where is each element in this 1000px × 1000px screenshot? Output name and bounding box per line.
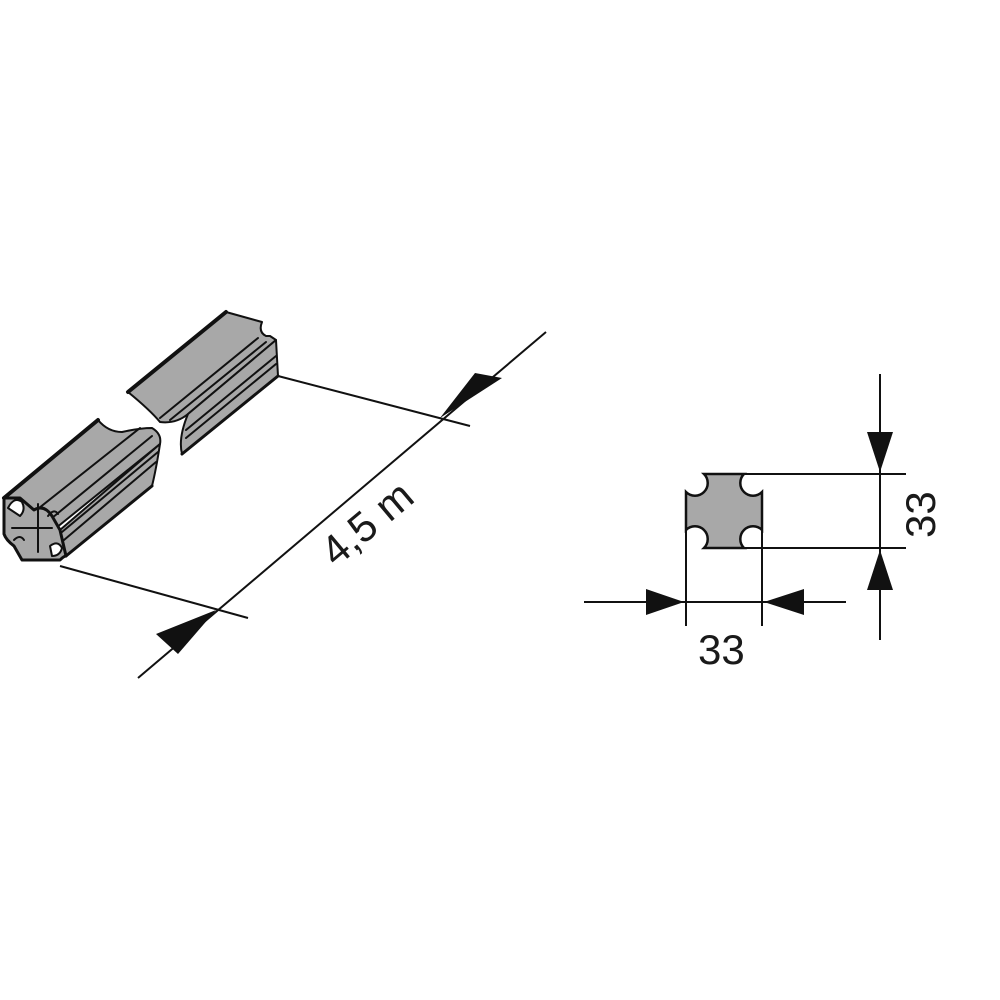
isometric-profile: [2, 310, 280, 562]
profile-far-segment: [126, 310, 280, 456]
width-dimension: [584, 492, 846, 626]
arrow-head-near: [156, 610, 216, 654]
width-label: 33: [698, 626, 745, 673]
length-dimension: [59, 331, 547, 679]
arrow-right: [646, 589, 684, 615]
profile-near-segment: [2, 418, 162, 562]
arrow-down: [867, 432, 893, 472]
length-label: 4,5 m: [312, 471, 423, 575]
cross-section-shape: [684, 472, 764, 550]
cross-section: [684, 472, 764, 550]
arrow-head-far: [440, 373, 502, 418]
arrow-up: [867, 550, 893, 590]
height-dimension: [744, 374, 906, 640]
extension-line-near: [59, 565, 249, 619]
extension-line-far: [277, 375, 471, 427]
arrow-left: [764, 589, 804, 615]
height-label: 33: [897, 491, 944, 538]
